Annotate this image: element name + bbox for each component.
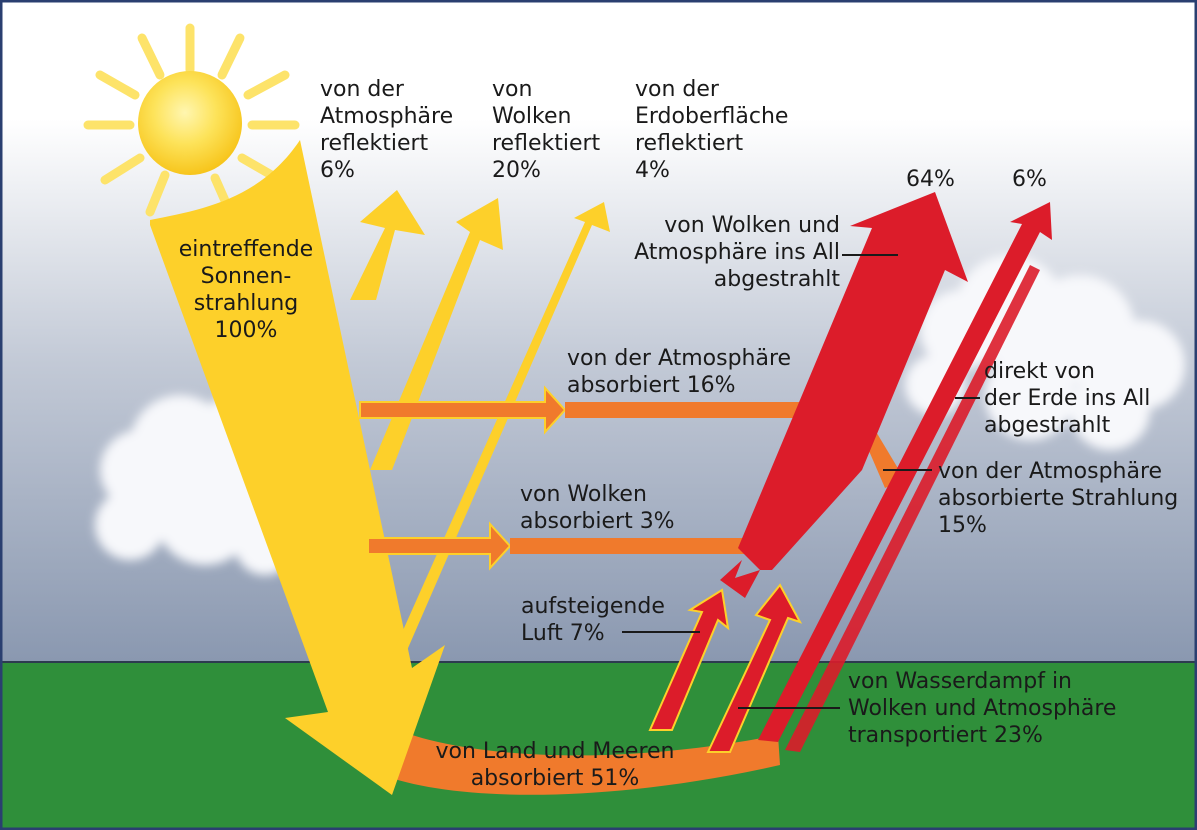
incoming-solar-arrow bbox=[150, 140, 445, 795]
label-out-6: 6% bbox=[1012, 167, 1047, 192]
label-atmosphere-absorbed-radiation: von der Atmosphäre absorbierte Strahlung… bbox=[938, 459, 1179, 538]
label-clouds-absorbed: von Wolken absorbiert 3% bbox=[520, 482, 675, 534]
label-out-64: 64% bbox=[906, 167, 955, 192]
label-reflect-surface: von der Erdoberfläche reflektiert 4% bbox=[635, 77, 789, 183]
land-sea-absorption-band bbox=[336, 705, 780, 795]
label-incoming: eintreffende Sonnen- strahlung 100% bbox=[178, 237, 314, 343]
label-clouds-atmosphere-radiated: von Wolken und Atmosphäre ins All abgest… bbox=[634, 213, 840, 292]
label-reflect-atmosphere: von der Atmosphäre reflektiert 6% bbox=[320, 77, 454, 183]
label-reflect-clouds: von Wolken reflektiert 20% bbox=[492, 77, 601, 183]
outgoing-6-arrow bbox=[758, 202, 1052, 742]
ground bbox=[0, 662, 1197, 830]
outgoing-64-arrow bbox=[738, 192, 968, 570]
leader-lines bbox=[622, 254, 980, 709]
label-land-sea: von Land und Meeren absorbiert 51% bbox=[435, 739, 675, 791]
rising-air-arrow bbox=[648, 588, 730, 731]
label-direct-from-earth: direkt von der Erde ins All abgestrahlt bbox=[984, 359, 1151, 438]
label-atmosphere-absorbed: von der Atmosphäre absorbiert 16% bbox=[567, 346, 792, 398]
outgoing-6-arrow-b bbox=[785, 265, 1040, 752]
label-rising-air: aufsteigende Luft 7% bbox=[521, 594, 665, 646]
water-vapor-arrow-2 bbox=[720, 560, 760, 598]
water-vapor-arrow-1 bbox=[706, 583, 803, 753]
label-water-vapor: von Wasserdampf in Wolken und Atmosphäre… bbox=[848, 669, 1117, 748]
